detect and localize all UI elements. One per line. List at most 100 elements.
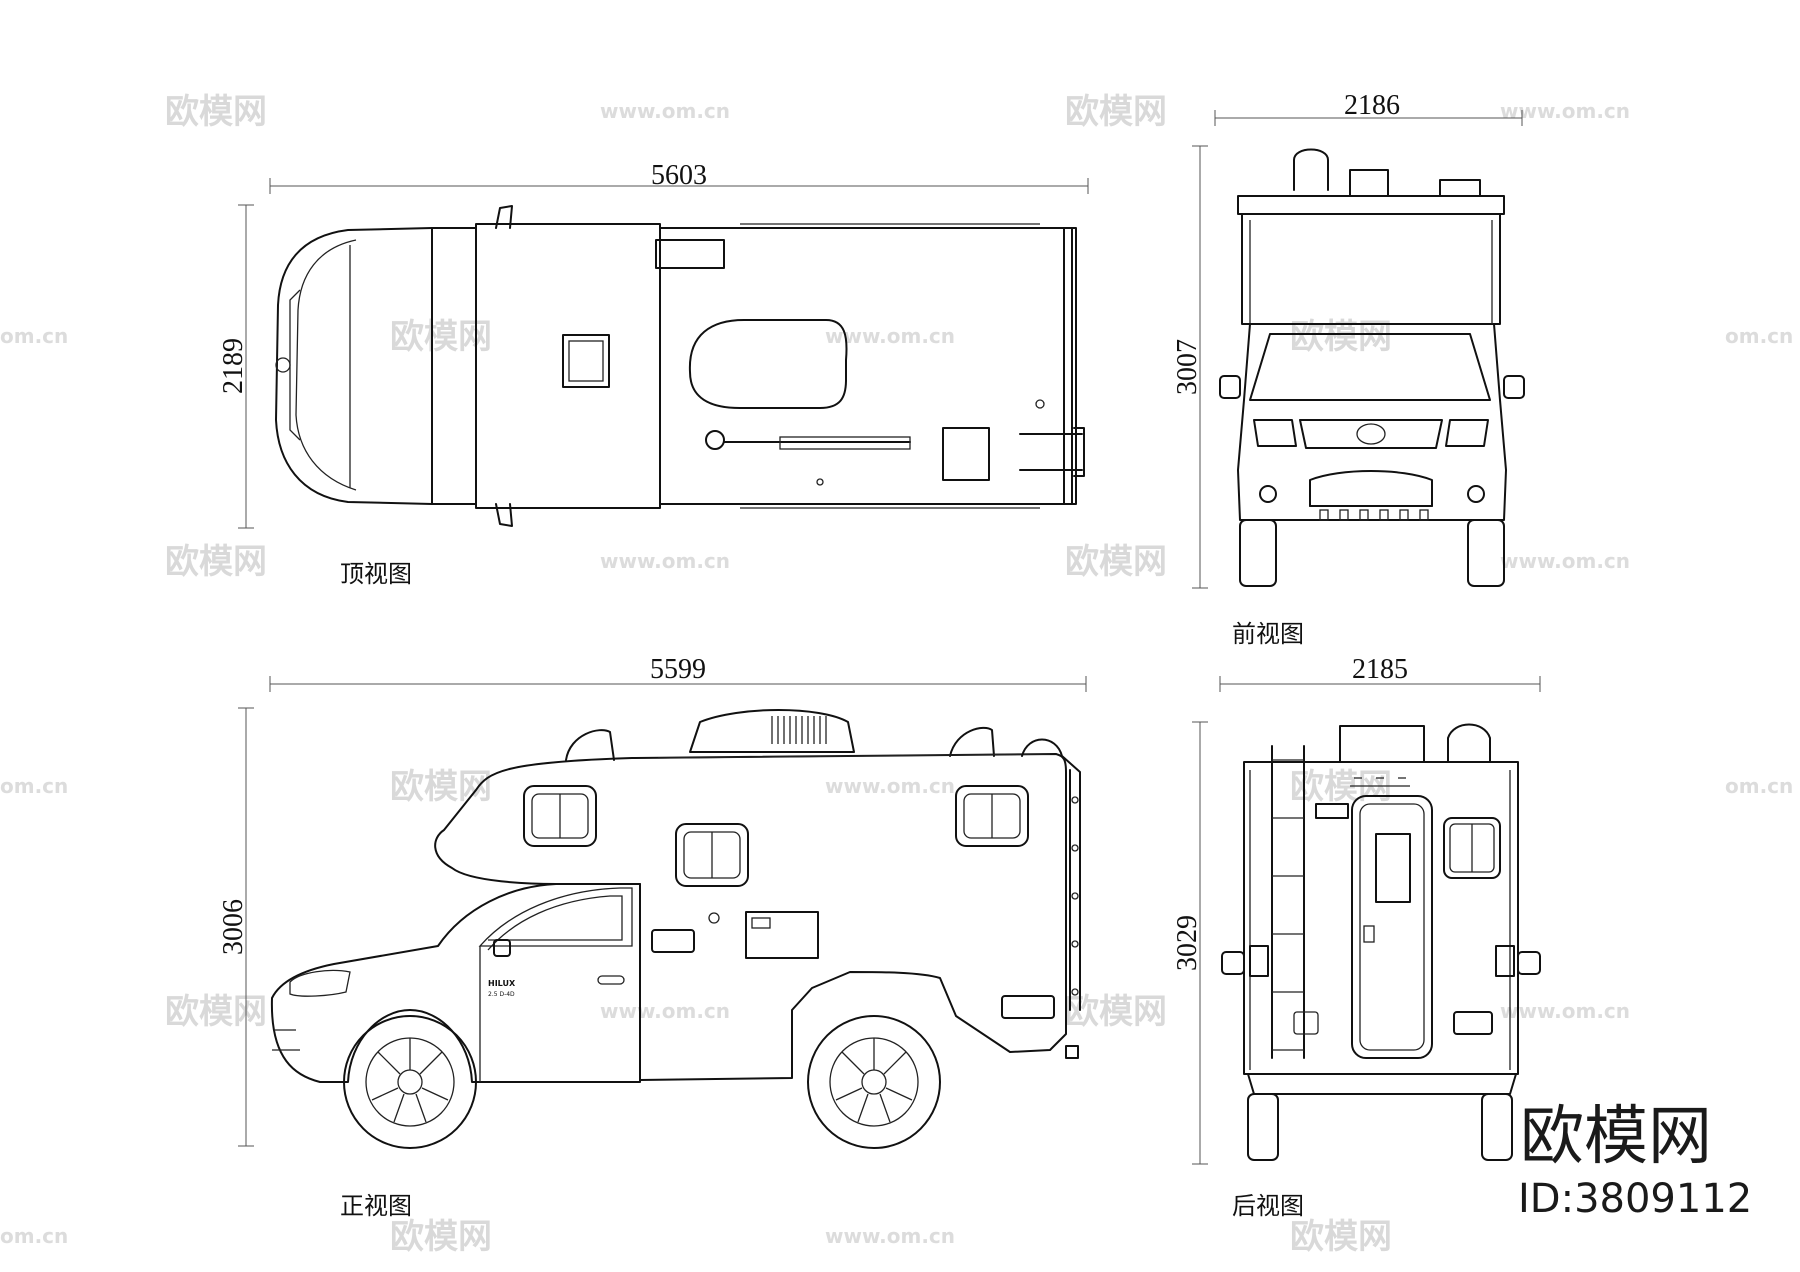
watermark-brand: 欧模网: [1065, 92, 1167, 132]
logo-id: ID:3809112: [1518, 1176, 1752, 1222]
side-cab-outline: [270, 883, 641, 1083]
watermark-brand: 欧模网: [165, 542, 267, 582]
rear-label-plate: [1315, 803, 1349, 819]
side-length-dimension: 5599: [269, 654, 1087, 692]
side-roof-ac: [689, 709, 855, 753]
rear-light-left: [1249, 945, 1269, 977]
side-window-overcab: [523, 785, 597, 847]
top-overcab-section: [475, 223, 661, 509]
rear-roof-unit: [1339, 725, 1425, 763]
top-length-dimension: 5603: [269, 160, 1089, 194]
watermark-brand: 欧模网: [1065, 992, 1167, 1032]
rear-door-window: [1375, 833, 1411, 903]
rear-box: [1243, 761, 1519, 1075]
rear-window: [1443, 817, 1501, 879]
front-roof-unit: [1349, 169, 1389, 197]
rear-mirror-left: [1221, 951, 1245, 975]
rear-entry-door: [1351, 795, 1433, 1059]
side-view: 5599 3006: [218, 654, 1087, 1220]
rear-light-right: [1495, 945, 1515, 977]
watermark-url: om.cn: [0, 1224, 68, 1248]
side-headlight: [289, 969, 351, 997]
side-camper-body: [434, 753, 1067, 1081]
front-mirror-right: [1503, 375, 1525, 399]
front-cab-outline: [1237, 323, 1507, 521]
front-view-label: 前视图: [1232, 620, 1304, 648]
rear-view-label: 后视图: [1232, 1192, 1304, 1220]
side-door-handle: [597, 975, 625, 985]
side-wheel-front: [343, 1015, 477, 1149]
top-emblem: [275, 357, 291, 373]
watermark-url: www.om.cn: [825, 1224, 955, 1248]
front-foglight-right: [1467, 485, 1485, 503]
rear-wheel-left: [1247, 1093, 1279, 1161]
side-hatch-rear: [1001, 995, 1055, 1019]
top-mirror-right: [495, 503, 513, 527]
front-foglight-left: [1259, 485, 1277, 503]
watermark-url: www.om.cn: [600, 999, 730, 1023]
side-badge-model: HILUX: [488, 979, 516, 988]
side-cab-door: [478, 887, 633, 1082]
watermark-url: om.cn: [0, 324, 68, 348]
watermark-brand: 欧模网: [1290, 767, 1392, 807]
front-wheel-left: [1239, 519, 1277, 587]
front-width-value: 2186: [1344, 90, 1400, 121]
side-storage-panel: [745, 911, 819, 959]
top-skylight: [688, 319, 848, 409]
watermark-url: om.cn: [1725, 774, 1793, 798]
watermark-brand: 欧模网: [165, 92, 267, 132]
watermark-url: om.cn: [1725, 324, 1793, 348]
top-width-value: 2189: [218, 338, 249, 394]
side-badge-engine: 2.5 D-4D: [488, 991, 515, 998]
top-view: 5603 2189 顶视图: [218, 160, 1089, 588]
rear-width-dimension: 2185: [1219, 654, 1541, 692]
rear-height-value: 3029: [1172, 915, 1203, 971]
front-box-top: [1237, 195, 1505, 215]
top-rear-hatch: [942, 427, 990, 481]
logo-brand: 欧模网: [1520, 1100, 1712, 1174]
watermark-brand: 欧模网: [1290, 1217, 1392, 1257]
top-view-label: 顶视图: [340, 560, 412, 588]
rear-wheel-right: [1481, 1093, 1513, 1161]
side-height-dimension: 3006: [218, 707, 254, 1147]
front-box: [1241, 213, 1501, 325]
watermark-brand: 欧模网: [1065, 542, 1167, 582]
front-wheel-right: [1467, 519, 1505, 587]
rear-width-value: 2185: [1352, 654, 1408, 685]
side-window-rear: [955, 785, 1029, 847]
watermark-url: www.om.cn: [600, 549, 730, 573]
top-mirror-left: [495, 205, 513, 229]
front-headlight-right: [1445, 419, 1489, 447]
front-grille: [1299, 419, 1443, 449]
rear-ladder: [1271, 745, 1305, 1059]
watermark-url: www.om.cn: [1500, 999, 1630, 1023]
rear-door-lock: [1363, 925, 1375, 943]
rear-bumper: [1247, 1073, 1517, 1095]
top-body: [659, 227, 1073, 505]
side-view-label: 正视图: [340, 1192, 412, 1220]
front-mirror-left: [1219, 375, 1241, 399]
rear-hatch: [1453, 1011, 1493, 1035]
watermark-brand: 欧模网: [390, 767, 492, 807]
top-cab-roof: [431, 227, 477, 505]
watermark-layer: 欧模网 www.om.cn 欧模网 www.om.cn om.cn 欧模网 ww…: [0, 92, 1793, 1257]
side-window-mid: [675, 823, 749, 887]
side-roof-vent-rear: [949, 726, 995, 757]
top-width-dimension: 2189: [218, 204, 254, 529]
side-mirror: [493, 939, 511, 957]
top-cab-outline: [275, 227, 433, 505]
watermark-url: www.om.cn: [600, 99, 730, 123]
front-bullbar: [1309, 470, 1433, 507]
side-roof-vent-front: [565, 729, 615, 761]
rear-view: 2185 3029: [1172, 654, 1541, 1220]
top-ladder: [1019, 427, 1085, 477]
front-width-dimension: 2186: [1214, 90, 1523, 126]
front-height-value: 3007: [1172, 339, 1203, 395]
front-view: 2186 3007: [1172, 90, 1525, 648]
watermark-brand: 欧模网: [390, 1217, 492, 1257]
rear-roof-vent: [1447, 723, 1491, 763]
watermark-brand: 欧模网: [165, 992, 267, 1032]
rear-mirror-right: [1517, 951, 1541, 975]
rear-height-dimension: 3029: [1172, 721, 1208, 1165]
